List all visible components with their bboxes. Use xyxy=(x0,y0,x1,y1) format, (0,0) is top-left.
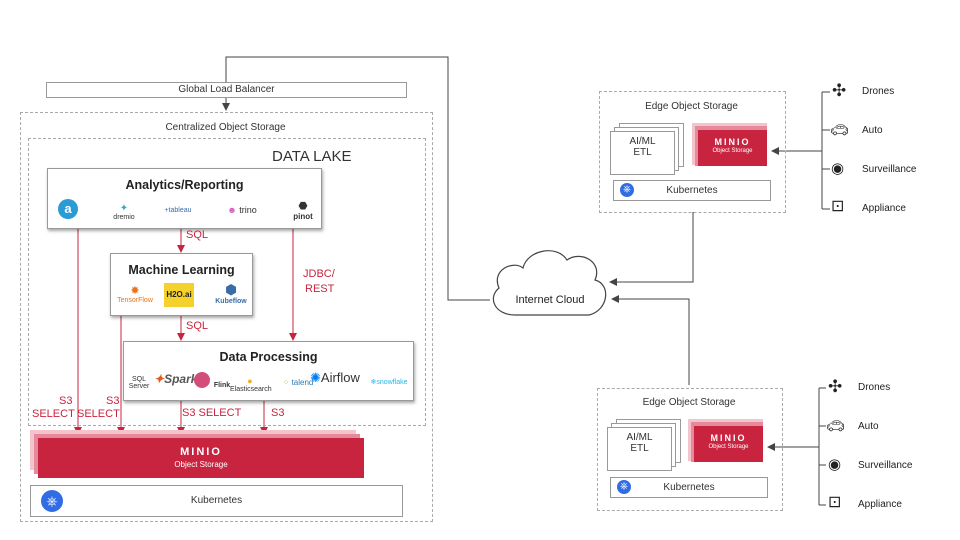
edge1-minio-sublabel: Object Storage xyxy=(712,148,753,154)
minio-logo: MINIO xyxy=(180,446,222,458)
elasticsearch-logo: ●Elasticsearch xyxy=(230,376,272,393)
global-load-balancer: Global Load Balancer xyxy=(46,82,407,98)
trino-logo: ☻ trino xyxy=(227,205,257,215)
edge1-kubernetes-label: Kubernetes xyxy=(666,185,718,196)
edge1-title: Edge Object Storage xyxy=(645,101,738,112)
minio-sublabel: Object Storage xyxy=(174,460,228,469)
pinot-logo: ⬣pinot xyxy=(293,201,313,221)
edge2-title: Edge Object Storage xyxy=(642,397,736,408)
flink-icon xyxy=(194,372,210,388)
data-lake-title: DATA LAKE xyxy=(272,148,352,165)
flink-logo: Flink xyxy=(213,382,231,389)
kubernetes-icon: ⎈ xyxy=(620,183,634,197)
machine-learning-panel: Machine Learning ✸TensorFlow H2O.ai ⬢Kub… xyxy=(110,253,253,316)
dremio-logo: ✦dremio xyxy=(113,203,135,221)
sql-label-1: SQL xyxy=(186,229,209,241)
lb-to-cloud-line xyxy=(225,56,490,301)
talend-logo: ⁘ talend xyxy=(282,378,314,387)
edge2-device-bracket xyxy=(767,387,826,506)
edge2-kubernetes: ⎈ Kubernetes xyxy=(610,477,768,498)
car-icon: 🚗︎ xyxy=(826,418,846,435)
edge1-minio-logo: MINIO xyxy=(714,137,751,147)
kubeflow-logo: ⬢Kubeflow xyxy=(215,282,247,305)
data-processing-panel: Data Processing SQL Server ✦Spark Flink … xyxy=(123,341,414,401)
sql-server-logo: SQL Server xyxy=(128,376,150,390)
edge1-device-appliance: Appliance xyxy=(862,203,906,214)
edge1-etl-label: ETL xyxy=(633,147,652,158)
s3-label-b: S3 xyxy=(106,395,120,407)
edge2-minio: MINIO Object Storage xyxy=(694,426,763,462)
rest-label: REST xyxy=(305,283,335,295)
edge1-device-drones: Drones xyxy=(862,86,895,97)
tableau-logo: +tableau xyxy=(164,207,192,214)
edge2-minio-sublabel: Object Storage xyxy=(708,444,749,450)
snowflake-logo: ❄snowflake xyxy=(370,379,408,386)
edge1-device-bracket xyxy=(771,91,830,210)
ml-title: Machine Learning xyxy=(128,263,235,277)
edge1-minio: MINIO Object Storage xyxy=(698,130,767,166)
spark-logo: ✦Spark xyxy=(154,372,198,386)
select-label-a: SELECT xyxy=(32,408,75,420)
edge2-device-auto: Auto xyxy=(858,421,879,432)
central-minio-object-storage: MINIO Object Storage xyxy=(38,438,364,478)
jdbc-label: JDBC/ xyxy=(303,268,335,280)
h2o-logo: H2O.ai xyxy=(164,283,194,307)
edge1-aiml-label: AI/ML xyxy=(629,136,656,147)
edge2-device-appliance: Appliance xyxy=(858,499,902,510)
drone-icon: ✣ xyxy=(832,81,847,100)
edge1-to-cloud-arrow xyxy=(609,212,694,286)
select-label-b: SELECT xyxy=(77,408,120,420)
drone-icon: ✣ xyxy=(828,377,843,396)
analytics-title: Analytics/Reporting xyxy=(125,178,244,192)
central-kubernetes: ⎈ Kubernetes xyxy=(30,485,403,517)
tensorflow-logo: ✸TensorFlow xyxy=(117,285,153,304)
edge2-aiml-label: AI/ML xyxy=(626,432,653,443)
edge1-device-surveillance: Surveillance xyxy=(862,164,917,175)
car-icon: 🚗︎ xyxy=(830,122,850,139)
s3-select-label: S3 SELECT xyxy=(182,407,242,419)
internet-cloud-label: Internet Cloud xyxy=(515,294,585,306)
processing-title: Data Processing xyxy=(219,350,318,364)
edge-storage-1 xyxy=(599,91,786,213)
athena-icon: a xyxy=(58,199,78,219)
edge1-kubernetes: ⎈ Kubernetes xyxy=(613,180,771,201)
edge2-kubernetes-label: Kubernetes xyxy=(663,482,715,493)
centralized-object-storage-region xyxy=(20,112,433,522)
edge1-aiml-etl: AI/ML ETL xyxy=(610,131,675,175)
appliance-icon: ⊡ xyxy=(831,198,845,215)
edge2-aiml-etl: AI/ML ETL xyxy=(607,427,672,471)
camera-icon: ◉ xyxy=(828,456,842,473)
edge2-device-drones: Drones xyxy=(858,382,891,393)
edge1-device-auto: Auto xyxy=(862,125,883,136)
camera-icon: ◉ xyxy=(831,160,845,177)
s3-label-a: S3 xyxy=(59,395,73,407)
kubernetes-icon: ⎈ xyxy=(41,490,63,512)
edge2-to-cloud-arrow xyxy=(611,295,690,385)
data-lake-region xyxy=(28,138,426,426)
sql-label-2: SQL xyxy=(186,320,209,332)
edge2-device-surveillance: Surveillance xyxy=(858,460,913,471)
internet-cloud xyxy=(492,250,607,316)
s3-label-c: S3 xyxy=(271,407,285,419)
centralized-storage-title: Centralized Object Storage xyxy=(165,122,286,133)
airflow-logo: ✺Airflow xyxy=(310,370,360,385)
edge2-minio-logo: MINIO xyxy=(710,433,747,443)
edge-storage-2 xyxy=(597,388,783,511)
kubernetes-icon: ⎈ xyxy=(617,480,631,494)
edge2-etl-label: ETL xyxy=(630,443,649,454)
appliance-icon: ⊡ xyxy=(828,494,842,511)
kubernetes-label: Kubernetes xyxy=(190,495,243,506)
analytics-reporting-panel: Analytics/Reporting a ✦dremio +tableau ☻… xyxy=(47,168,322,229)
